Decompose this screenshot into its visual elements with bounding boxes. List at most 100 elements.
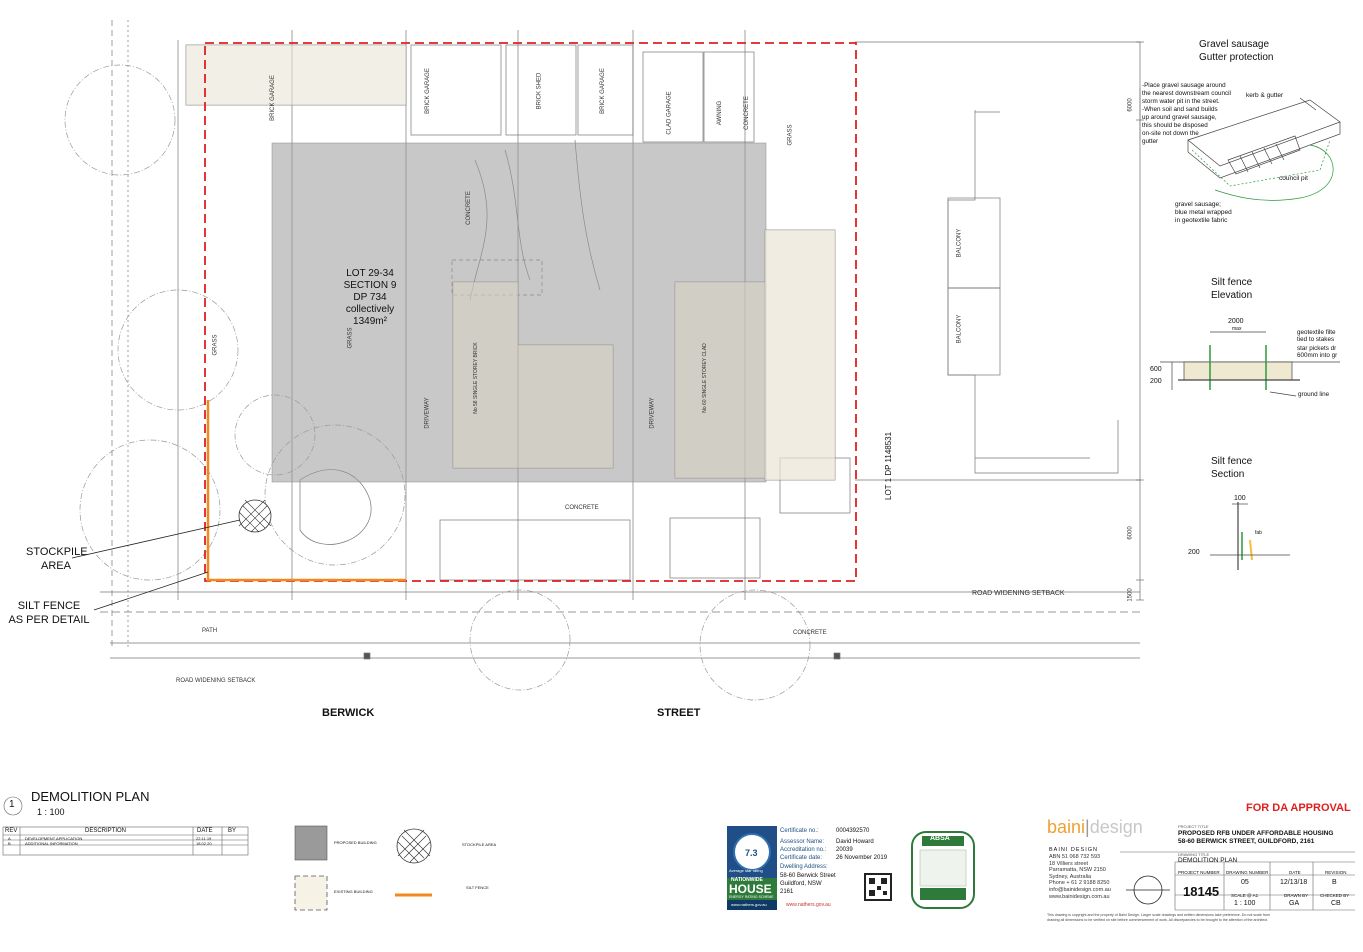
site-boundary xyxy=(204,42,857,582)
logo-part: baini xyxy=(1047,817,1086,837)
hdr-drawing-number: DRAWING NUMBER xyxy=(1226,870,1269,875)
neighbour-building xyxy=(947,110,1119,474)
brick-shed xyxy=(505,44,577,136)
view-scale: 1 : 100 xyxy=(37,807,65,817)
gravel-detail-note: -Place gravel sausage around the nearest… xyxy=(1142,82,1231,146)
label-concrete: CONCRETE xyxy=(565,505,599,511)
label-concrete: CONCRETE xyxy=(465,191,472,225)
absa-badge-icon xyxy=(911,831,975,909)
copyright-note: This drawing is copyright and the proper… xyxy=(1047,913,1270,923)
lot1-num: 1148531 xyxy=(884,431,893,463)
lot1-dp: DP xyxy=(884,464,893,476)
accr-label: Accreditation no.: xyxy=(780,847,827,853)
kerb-gutter-label: kerb & gutter xyxy=(1246,92,1284,99)
dwelling-address: 58-60 Berwick Street Guildford, NSW 2161 xyxy=(780,872,836,896)
checked-label: CHECKED BY xyxy=(1320,893,1350,898)
note-line: tied to stakes xyxy=(1297,336,1335,343)
note-line: storm water pit in the street. xyxy=(1142,98,1220,105)
company-line: ABN 51 068 732 593 xyxy=(1049,854,1101,860)
label-brick-garage: BRICK GARAGE xyxy=(269,75,276,121)
company-line: info@bainidesign.com.au xyxy=(1049,886,1111,893)
lot1-label: LOT 1 DP 1148531 xyxy=(884,432,893,500)
rev-row: B xyxy=(8,841,11,846)
lot-label-line: DP 734 xyxy=(353,292,387,303)
sec-100: 100 xyxy=(1234,495,1246,502)
rev-row-date: 22.11.19 xyxy=(196,836,212,841)
detail-title-line: Silt fence xyxy=(1211,277,1253,288)
callout-line: STOCKPILE xyxy=(26,546,88,558)
project-title-label: PROJECT TITLE xyxy=(1178,824,1209,829)
address-line: 2161 xyxy=(780,889,794,895)
label-grass: GRASS xyxy=(347,327,354,349)
note-line: star pickets dr xyxy=(1297,345,1337,352)
rev-cell: A xyxy=(8,836,11,841)
drawing-title-label: DRAWING TITLE xyxy=(1178,852,1210,857)
qr-code-pixels xyxy=(869,878,887,896)
silt-section-title: Silt fence Section xyxy=(1211,455,1252,481)
lot-label-line: 1349m² xyxy=(353,316,387,327)
rev-row-desc: DEVELOPMENT APPLICATION xyxy=(25,836,83,841)
existing-fill xyxy=(453,282,518,468)
lot1-text: LOT 1 xyxy=(884,477,893,500)
scale-label: SCALE @ A1 xyxy=(1231,893,1259,898)
label-clad-garage: CLAD GARAGE xyxy=(666,91,673,135)
stockpile-area xyxy=(238,499,272,533)
company-line: Sydney, Australia xyxy=(1049,873,1092,880)
rev-row-date: 18.02.20 xyxy=(196,841,212,846)
label-concrete: CONCRETE xyxy=(793,630,827,636)
callout-line: AREA xyxy=(41,560,71,572)
company-details: ABN 51 068 732 593 18 Villiers street Pa… xyxy=(1049,854,1111,900)
legend-stockpile-swatch xyxy=(396,828,432,864)
nathers-footer: www.nathers.gov.au xyxy=(786,902,831,908)
geotextile-label: geotextile filte tied to stakes xyxy=(1297,329,1336,343)
revision-value: B xyxy=(1332,879,1337,886)
street-label-right: STREET xyxy=(657,707,701,719)
nathers-site: www.nathers.gov.au xyxy=(731,902,767,907)
rev-cell: B xyxy=(8,841,11,846)
legend-stockpile-hatch xyxy=(397,829,431,863)
rev-header-date: DATE xyxy=(197,828,213,834)
company-line: www.bainidesign.com.au xyxy=(1049,893,1110,900)
legend-stockpile-label: STOCKPILE AREA xyxy=(462,842,497,847)
drawing-number: 05 xyxy=(1241,879,1249,886)
detail-title-line: Elevation xyxy=(1211,290,1253,301)
cert-date-label: Certificate date: xyxy=(780,855,823,861)
silt-leader xyxy=(93,571,209,611)
date-value: 12/13/18 xyxy=(1280,879,1308,886)
drawing-title: DEMOLITION PLAN xyxy=(1178,857,1238,864)
road-setback-label-right: ROAD WIDENING SETBACK xyxy=(972,590,1065,597)
silt-elevation-title: Silt fence Elevation xyxy=(1211,276,1252,302)
note-line: on-site not down the xyxy=(1142,130,1199,137)
dim-200: 200 xyxy=(1150,378,1162,385)
silt-elev-2000: 2000 xyxy=(1228,318,1244,325)
copyright-line: This drawing is copyright and the proper… xyxy=(1047,913,1270,917)
pole-icon xyxy=(363,652,371,660)
silt-fence-line xyxy=(206,400,406,582)
gravel-sausage-note: gravel sausage; blue metal wrapped in ge… xyxy=(1175,201,1232,225)
council-pit-label: council pit xyxy=(1279,175,1308,182)
company-line: Phone + 61 2 9188 8250 xyxy=(1049,880,1110,887)
view-number: 1 xyxy=(9,799,15,810)
qr-code-icon xyxy=(864,873,892,901)
cert-no: 0004392570 xyxy=(836,828,870,834)
callout-line: AS PER DETAIL xyxy=(8,614,90,626)
company-name: BAINI DESIGN xyxy=(1049,847,1098,853)
existing-fill xyxy=(518,345,613,468)
label-brick-garage: BRICK GARAGE xyxy=(424,68,431,114)
view-title: DEMOLITION PLAN xyxy=(31,789,150,804)
lot-label-line: collectively xyxy=(345,304,395,315)
project-number: 18145 xyxy=(1183,884,1220,899)
stockpile-leader xyxy=(71,519,241,559)
note-line: blue metal wrapped xyxy=(1175,209,1232,216)
lot-label-line: LOT 29-34 xyxy=(346,268,394,279)
note-line: gutter xyxy=(1142,138,1159,145)
tree xyxy=(469,589,571,691)
silt-elev-max: max xyxy=(1232,326,1242,332)
label-balcony: BALCONY xyxy=(956,228,963,258)
label-awning: AWNING xyxy=(717,100,724,126)
nathers-stars: 7.3 xyxy=(745,848,758,858)
clad-garage xyxy=(642,51,704,143)
scale-value: 1 : 100 xyxy=(1234,900,1256,907)
pole-icon xyxy=(833,652,841,660)
detail-title-line: Gutter protection xyxy=(1199,52,1274,63)
